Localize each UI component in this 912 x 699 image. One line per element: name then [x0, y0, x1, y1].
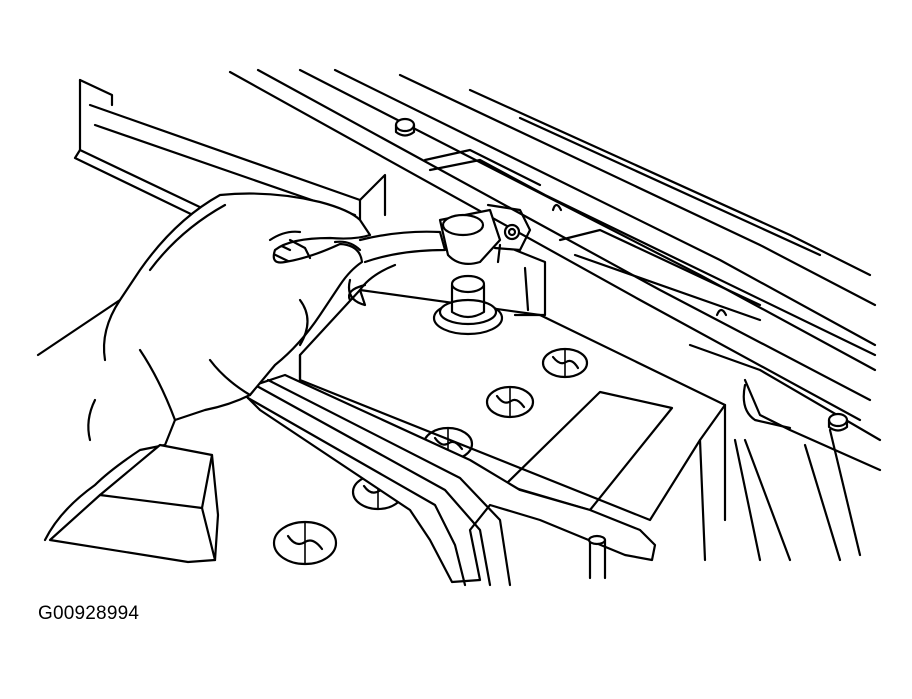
body-panel-lines [228, 68, 882, 472]
cable-clamp [347, 203, 547, 317]
cell-cap [541, 347, 589, 379]
hand [36, 192, 372, 542]
cell-cap [485, 385, 535, 419]
figure-id-label: G00928994 [38, 603, 140, 624]
lower-block [48, 443, 220, 564]
hold-down-strap [238, 373, 657, 587]
battery-terminal-post [432, 274, 504, 336]
cell-cap [272, 520, 338, 566]
